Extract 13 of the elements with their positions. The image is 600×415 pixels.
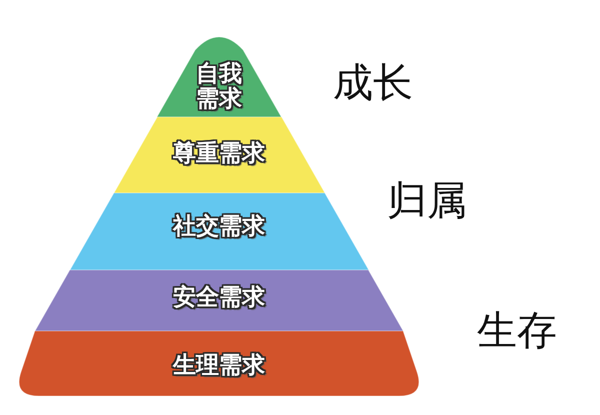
tier-label: 自我需求 [194,62,243,112]
tier-label: 社交需求 [172,214,265,240]
pyramid-tier [70,193,368,270]
tier-label: 尊重需求 [172,142,265,166]
side-label: 成长 [333,61,413,105]
pyramid-tier [34,270,404,331]
tier-label: 安全需求 [172,286,265,310]
side-label: 归属 [387,179,467,223]
pyramid-tier [156,37,282,117]
pyramid-tier [17,331,421,396]
pyramid-tier [114,117,324,193]
tier-label: 生理需求 [173,354,265,378]
side-label: 生存 [477,309,557,353]
